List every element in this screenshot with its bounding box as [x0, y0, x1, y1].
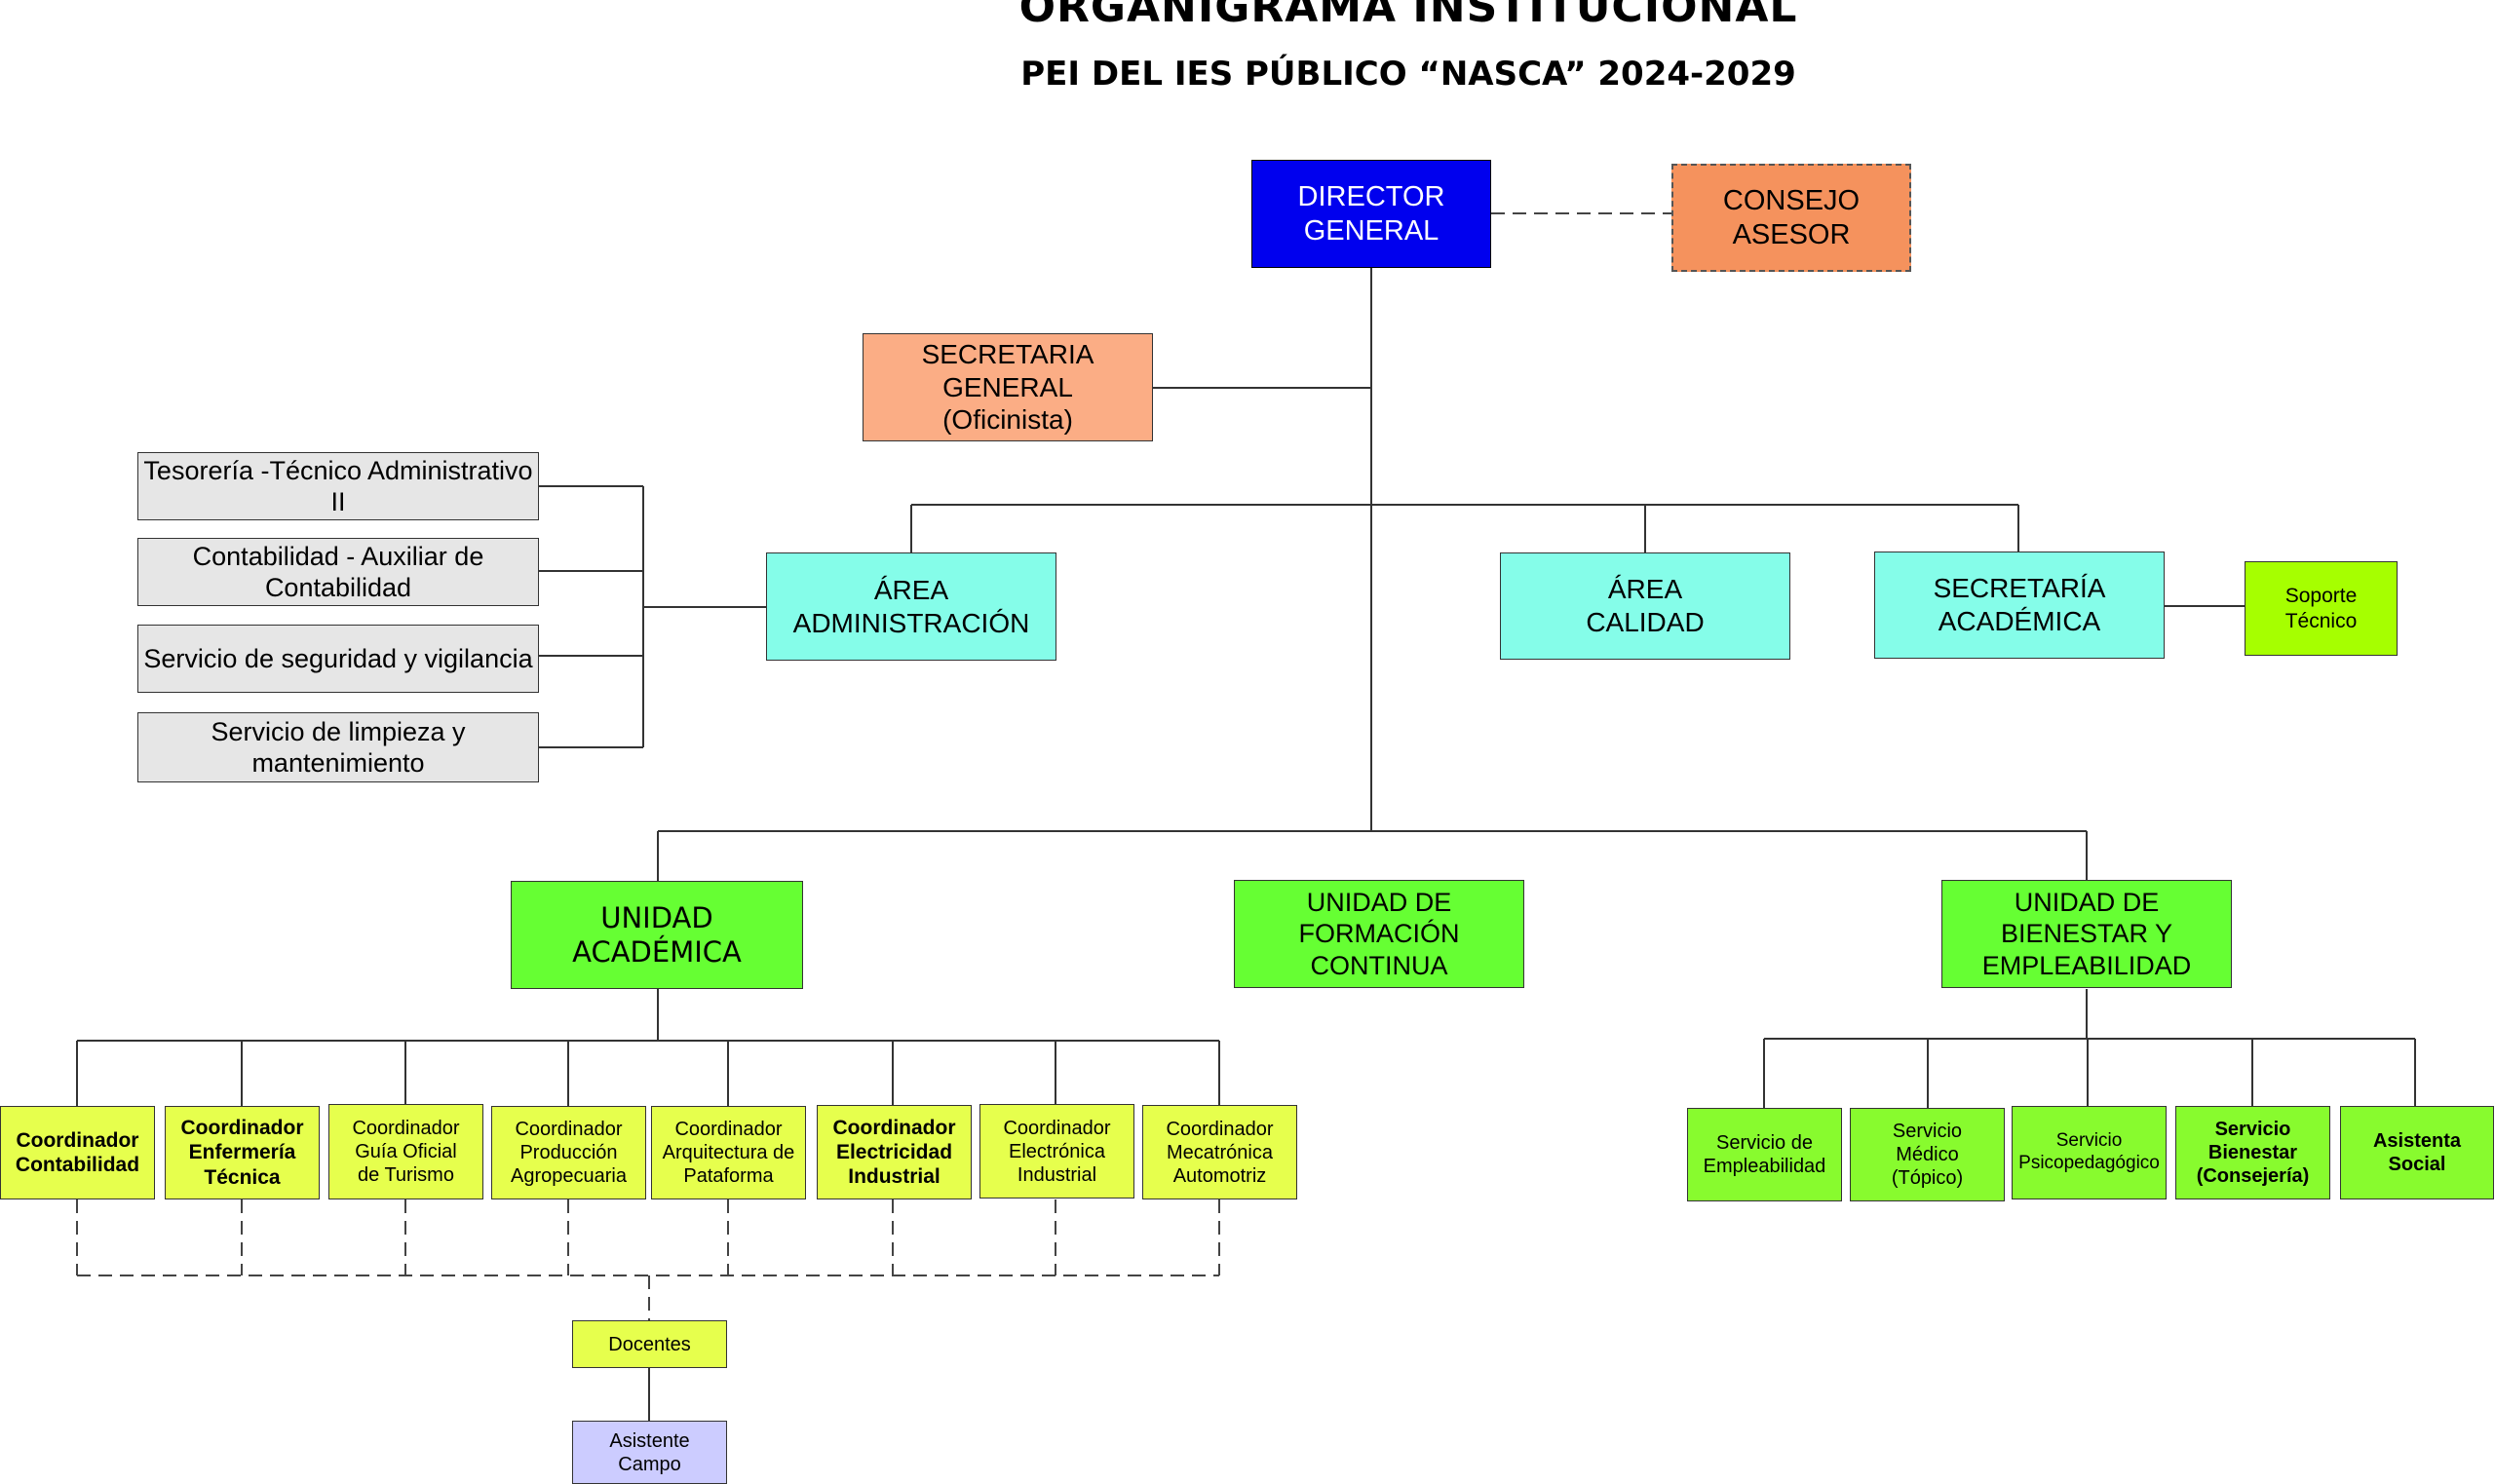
unidad-formacion-continua-box: UNIDAD DE FORMACIÓN CONTINUA	[1234, 880, 1524, 988]
secretaria-general-box: SECRETARIA GENERAL (Oficinista)	[863, 333, 1153, 441]
contabilidad-box: Contabilidad - Auxiliar de Contabilidad	[137, 538, 539, 606]
service-box: Servicio Médico (Tópico)	[1850, 1108, 2005, 1201]
service-box: Servicio Bienestar (Consejería)	[2175, 1106, 2330, 1199]
chart-subtitle: PEI DEL IES PÚBLICO “NASCA” 2024-2029	[1020, 55, 1796, 94]
coordinator-box: Coordinador Mecatrónica Automotriz	[1142, 1105, 1297, 1199]
area-administracion-box: ÁREA ADMINISTRACIÓN	[766, 552, 1056, 661]
limpieza-box: Servicio de limpieza y mantenimiento	[137, 712, 539, 782]
soporte-tecnico-box: Soporte Técnico	[2245, 561, 2398, 656]
director-general-box: DIRECTOR GENERAL	[1251, 160, 1491, 268]
coordinator-box: Coordinador Arquitectura de Pataforma	[651, 1106, 806, 1199]
service-box: Asistenta Social	[2340, 1106, 2494, 1199]
tesoreria-box: Tesorería -Técnico Administrativo II	[137, 452, 539, 520]
area-calidad-box: ÁREA CALIDAD	[1500, 552, 1790, 660]
chart-title: ORGANIGRAMA INSTITUCIONAL	[1018, 0, 1798, 32]
coordinator-box: Coordinador Guía Oficial de Turismo	[328, 1104, 483, 1199]
coordinator-box: Coordinador Electricidad Industrial	[817, 1105, 972, 1199]
coordinator-box: Coordinador Producción Agropecuaria	[491, 1106, 646, 1199]
coordinator-box: Coordinador Electrónica Industrial	[979, 1104, 1134, 1199]
unidad-academica-box: UNIDAD ACADÉMICA	[511, 881, 803, 989]
service-box: Servicio Psicopedagógico	[2012, 1106, 2167, 1199]
docentes-box: Docentes	[572, 1320, 727, 1368]
asistente-campo-box: Asistente Campo	[572, 1421, 727, 1484]
unidad-bienestar-box: UNIDAD DE BIENESTAR Y EMPLEABILIDAD	[1941, 880, 2232, 988]
coordinator-box: Coordinador Contabilidad	[0, 1106, 155, 1199]
coordinator-box: Coordinador Enfermería Técnica	[165, 1106, 320, 1199]
seguridad-box: Servicio de seguridad y vigilancia	[137, 625, 539, 693]
consejo-asesor-box: CONSEJO ASESOR	[1671, 164, 1911, 272]
service-box: Servicio de Empleabilidad	[1687, 1108, 1842, 1201]
secretaria-academica-box: SECRETARÍA ACADÉMICA	[1874, 552, 2165, 659]
